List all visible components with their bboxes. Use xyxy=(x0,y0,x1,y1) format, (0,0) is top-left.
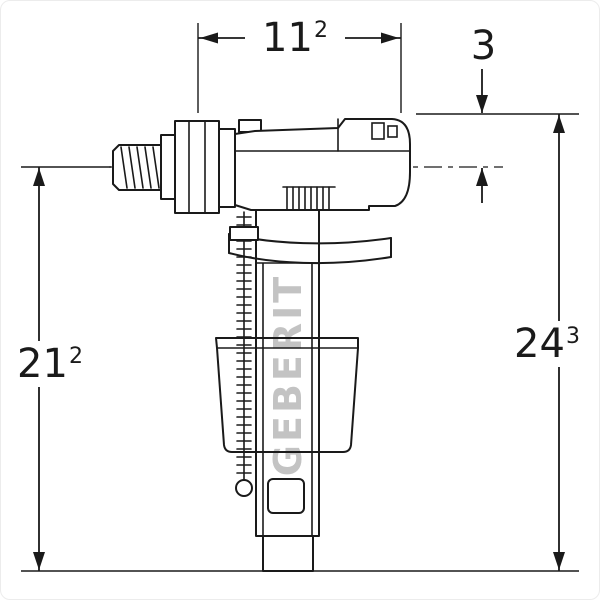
mounting-nut xyxy=(174,120,236,214)
adjustment-rod xyxy=(229,211,259,497)
brand-text: GEBERIT xyxy=(266,274,310,476)
dimension-value: 11 xyxy=(262,15,313,61)
service-hatch xyxy=(267,478,305,514)
dimension-label-right-height: 243 xyxy=(503,321,591,367)
dimension-arrows xyxy=(33,32,565,570)
dimension-superscript: 2 xyxy=(68,343,83,369)
dimension-label-top-width: 112 xyxy=(245,15,345,61)
float-cup xyxy=(215,337,359,453)
arrow-down-icon xyxy=(476,95,488,113)
dimension-value: 3 xyxy=(470,23,497,69)
arrow-down-icon xyxy=(553,552,565,570)
dimension-value: 21 xyxy=(17,341,68,387)
dimension-label-top-offset: 3 xyxy=(459,23,509,69)
arrow-up-icon xyxy=(33,168,45,186)
valve-head xyxy=(234,118,411,211)
threaded-inlet xyxy=(112,134,176,200)
outlet-tube xyxy=(262,535,314,572)
dimension-superscript: 3 xyxy=(565,323,580,349)
dimension-superscript: 2 xyxy=(313,17,328,43)
arrow-up-icon xyxy=(476,168,488,186)
arrow-up-icon xyxy=(553,115,565,133)
dimension-value: 24 xyxy=(514,321,565,367)
dimension-label-left-height: 212 xyxy=(7,341,93,387)
arrow-left-icon xyxy=(200,32,218,44)
arrow-right-icon xyxy=(381,32,399,44)
arrow-down-icon xyxy=(33,552,45,570)
